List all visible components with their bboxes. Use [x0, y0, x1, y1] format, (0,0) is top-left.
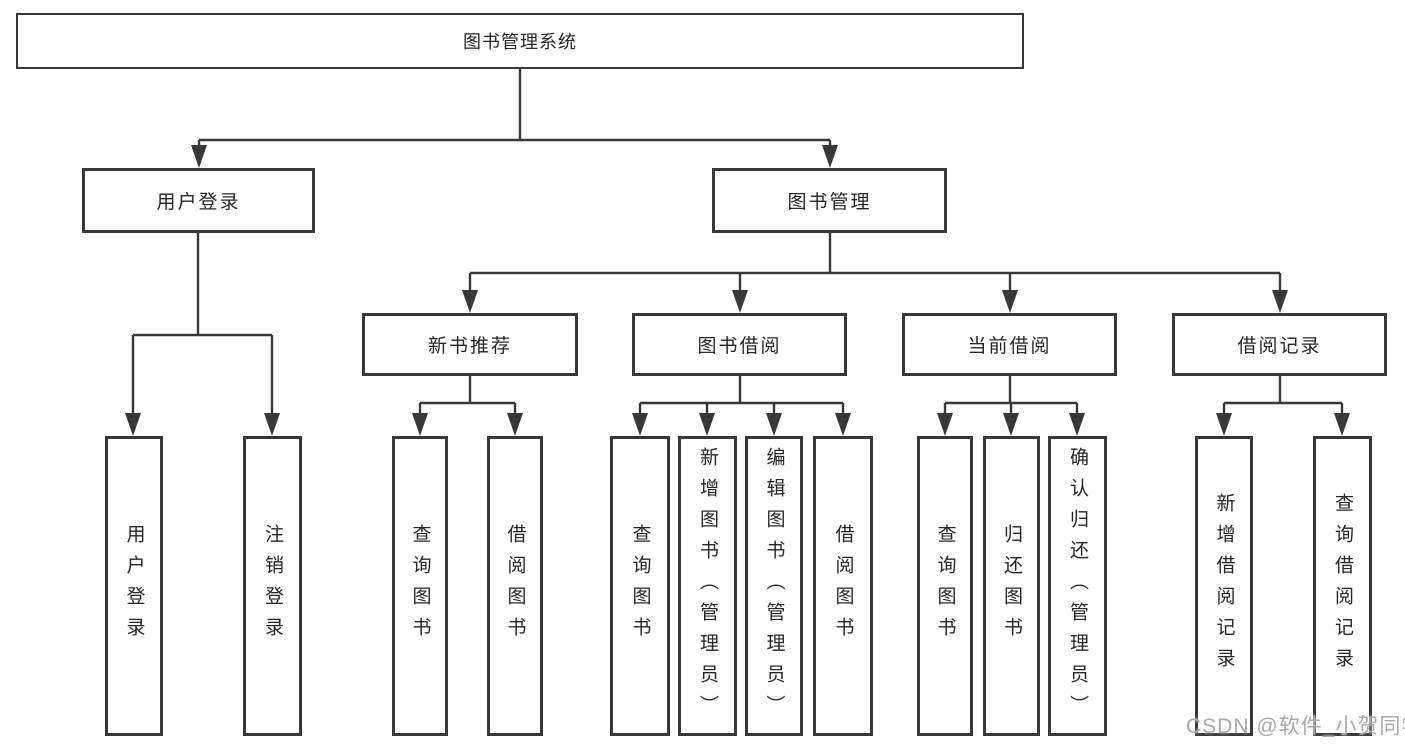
node-leaf-query-books-1: 查询图书	[392, 436, 448, 736]
node-leaf-edit-books-admin: 编辑图书（管理员）	[745, 436, 803, 736]
node-leaf-logout: 注销登录	[243, 436, 302, 736]
node-current-borrowing: 当前借阅	[902, 313, 1117, 376]
node-leaf-query-books-3: 查询图书	[917, 436, 973, 736]
node-user-login: 用户登录	[82, 168, 315, 233]
node-leaf-query-borrow-record: 查询借阅记录	[1313, 436, 1372, 736]
node-borrowing-records: 借阅记录	[1172, 313, 1387, 376]
node-leaf-borrow-books-1: 借阅图书	[487, 436, 543, 736]
node-leaf-return-books: 归还图书	[983, 436, 1040, 736]
node-library-management-system: 图书管理系统	[16, 13, 1024, 69]
csdn-watermark: CSDN @软件_小贺同学	[1186, 715, 1405, 738]
node-book-borrowing: 图书借阅	[632, 313, 847, 376]
node-leaf-query-books-2: 查询图书	[610, 436, 670, 736]
node-leaf-user-login: 用户登录	[105, 436, 163, 736]
node-leaf-confirm-return-admin: 确认归还（管理员）	[1048, 436, 1107, 736]
node-new-book-recommendation: 新书推荐	[362, 313, 578, 376]
arrowhead-group	[125, 145, 1350, 436]
node-leaf-add-borrow-record: 新增借阅记录	[1195, 436, 1253, 736]
node-book-management: 图书管理	[712, 168, 947, 233]
node-leaf-add-books-admin: 新增图书（管理员）	[678, 436, 737, 736]
node-leaf-borrow-books-2: 借阅图书	[813, 436, 873, 736]
